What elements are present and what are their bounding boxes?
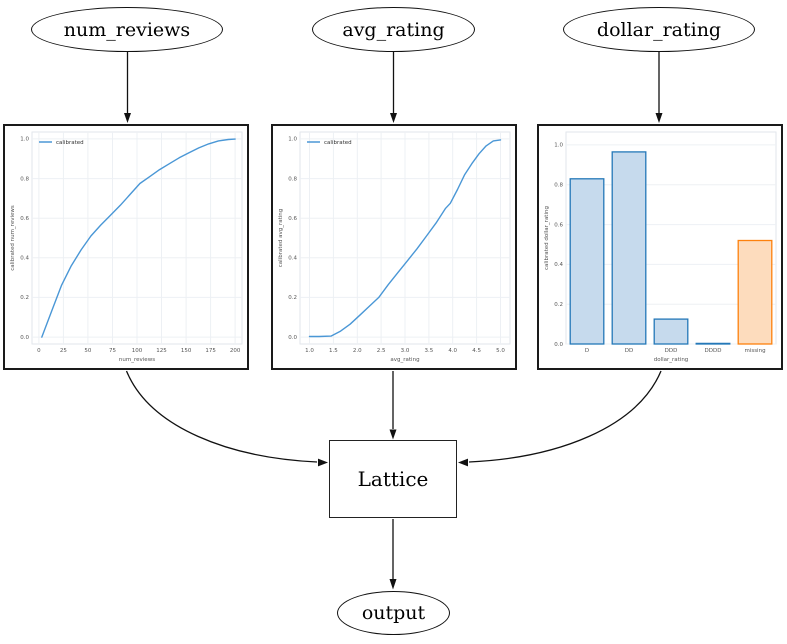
- x-tick-label: 125: [156, 348, 167, 354]
- node-output: output: [337, 591, 450, 635]
- x-axis-label: num_reviews: [119, 357, 155, 363]
- node-lattice-label: Lattice: [357, 467, 429, 491]
- x-tick-label: missing: [744, 348, 765, 354]
- y-tick-label: 1.0: [554, 143, 563, 149]
- x-tick-label: 0: [37, 348, 41, 354]
- calibration-curve: [41, 138, 236, 338]
- y-tick-label: 0.0: [554, 342, 563, 348]
- y-tick-label: 0.4: [20, 256, 29, 262]
- x-tick-label: 50: [84, 348, 91, 354]
- arrowhead-icon: [318, 458, 328, 467]
- node-avg-rating-label: avg_rating: [342, 18, 445, 41]
- x-tick-label: 175: [205, 348, 216, 354]
- y-axis-label: calibrated dollar_rating: [544, 206, 550, 270]
- y-tick-label: 0.2: [288, 295, 297, 301]
- node-num-reviews: num_reviews: [31, 7, 223, 52]
- y-tick-label: 0.6: [554, 222, 563, 228]
- y-tick-label: 0.0: [20, 335, 29, 341]
- node-lattice: Lattice: [329, 440, 457, 518]
- node-avg-rating: avg_rating: [312, 7, 475, 52]
- bar-DDDD: [695, 342, 731, 345]
- x-tick-label: DDDD: [705, 348, 722, 354]
- calibration-curve: [308, 139, 502, 338]
- y-tick-label: 0.6: [20, 216, 29, 222]
- y-axis-label: calibrated avg_rating: [278, 209, 284, 268]
- x-tick-label: 3.0: [401, 348, 410, 354]
- x-tick-label: 3.5: [425, 348, 434, 354]
- y-tick-label: 0.8: [20, 176, 29, 182]
- y-tick-label: 0.2: [20, 295, 29, 301]
- x-tick-label: 75: [109, 348, 116, 354]
- x-tick-label: DD: [625, 348, 633, 354]
- y-tick-label: 1.0: [20, 137, 29, 143]
- node-num-reviews-label: num_reviews: [63, 18, 191, 41]
- arrowhead-icon: [389, 429, 397, 440]
- node-dollar-rating-label: dollar_rating: [596, 18, 722, 41]
- num-reviews-calibration-chart: 0.0 0.2 0.4 0.6 0.8 1.0 0 25 50 75 100 125 150 175 200…: [10, 131, 243, 363]
- x-tick-label: 1.5: [329, 348, 338, 354]
- arrowhead-icon: [458, 458, 468, 467]
- bar-missing: [737, 239, 773, 345]
- legend-label: calibrated: [56, 140, 84, 146]
- x-tick-label: 25: [60, 348, 67, 354]
- avg-rating-calibration-chart: 0.0 0.2 0.4 0.6 0.8 1.0 1.0 1.5 2.0 2.5 3.0 3.5 4.0 4…: [278, 131, 511, 363]
- x-tick-label: 100: [132, 348, 143, 354]
- bar-D: [569, 178, 605, 345]
- edge-calibrator1-to-lattice: [125, 370, 318, 463]
- y-tick-label: 0.4: [554, 262, 563, 268]
- x-axis-label: avg_rating: [390, 357, 419, 363]
- edge-calibrator3-to-lattice: [468, 370, 662, 463]
- avg-rating-calibration-plot: 0.0 0.2 0.4 0.6 0.8 1.0 1.0 1.5 2.0 2.5 3.0 3.5 4.0 4…: [271, 124, 517, 370]
- y-tick-label: 1.0: [288, 137, 297, 143]
- bar-DDD: [653, 318, 689, 345]
- y-tick-label: 0.8: [554, 183, 563, 189]
- x-tick-label: D: [585, 348, 589, 354]
- y-tick-label: 0.0: [288, 335, 297, 341]
- x-tick-label: 5.0: [496, 348, 505, 354]
- x-tick-label: 2.5: [377, 348, 386, 354]
- y-tick-label: 0.6: [288, 216, 297, 222]
- x-tick-label: 1.0: [305, 348, 314, 354]
- node-dollar-rating: dollar_rating: [563, 7, 755, 52]
- x-tick-label: 4.5: [472, 348, 481, 354]
- x-tick-label: DDD: [665, 348, 678, 354]
- bar-DD: [611, 151, 647, 345]
- legend-label: calibrated: [324, 140, 352, 146]
- y-tick-label: 0.4: [288, 256, 297, 262]
- arrowhead-icon: [655, 113, 663, 123]
- node-output-label: output: [361, 602, 426, 624]
- y-axis-label: calibrated num_reviews: [10, 205, 16, 271]
- x-tick-label: 150: [181, 348, 192, 354]
- x-axis-label: dollar_rating: [654, 357, 689, 363]
- x-tick-label: 200: [230, 348, 241, 354]
- x-tick-label: 2.0: [353, 348, 362, 354]
- arrowhead-icon: [124, 113, 131, 123]
- x-tick-label: 4.0: [448, 348, 457, 354]
- y-tick-label: 0.2: [554, 302, 563, 308]
- arrowhead-icon: [389, 579, 397, 590]
- arrowhead-icon: [390, 113, 397, 123]
- num-reviews-calibration-plot: 0.0 0.2 0.4 0.6 0.8 1.0 0 25 50 75 100 125 150 175 200…: [3, 124, 249, 370]
- y-tick-label: 0.8: [288, 176, 297, 182]
